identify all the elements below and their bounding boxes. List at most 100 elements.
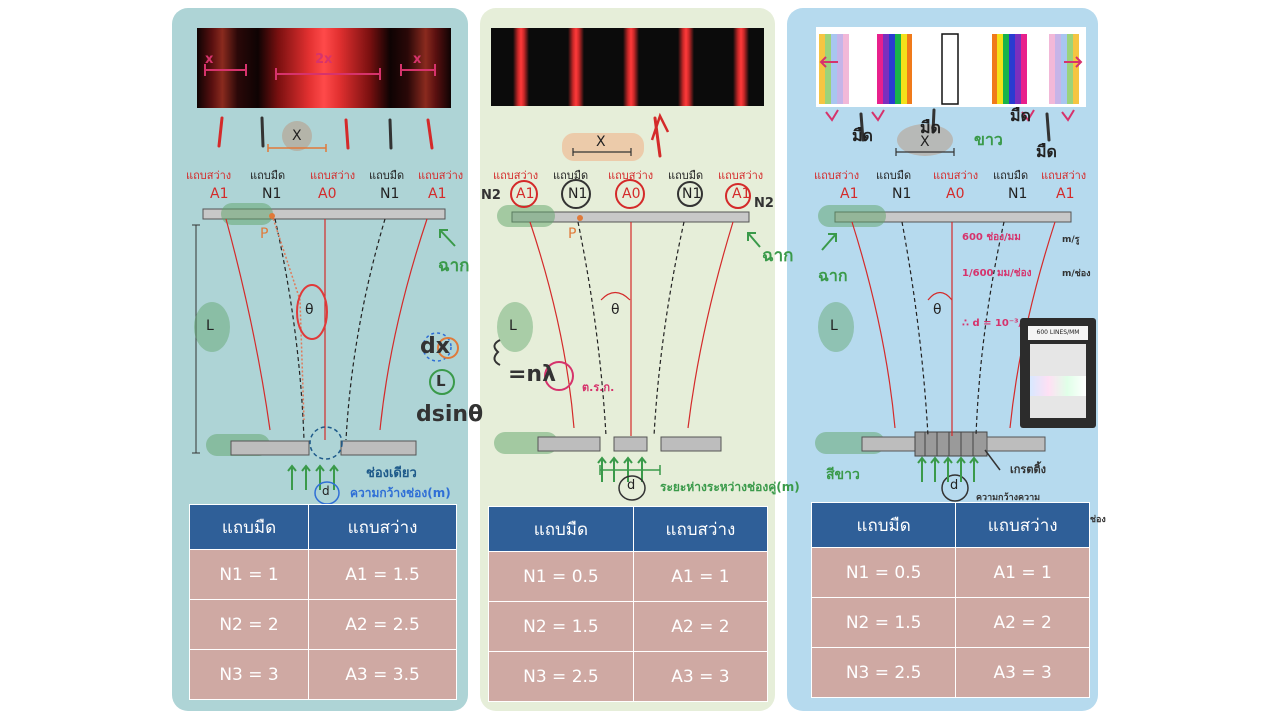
p2-L-label: L — [509, 318, 517, 334]
p3-cell-bright-2: A2 = 2 — [955, 597, 1090, 648]
p2-d-label: d — [627, 478, 636, 493]
p3-pos-4: A1 — [1056, 186, 1075, 202]
p2-pos-2: A0 — [622, 186, 641, 202]
p3-band-2: แถบสว่าง — [933, 169, 979, 182]
table-row: N3 = 2.5 A3 = 3 — [810, 647, 1090, 698]
p2-cell-bright-1: A1 = 1 — [632, 551, 769, 602]
p3-cell-bright-3: A3 = 3 — [955, 647, 1090, 698]
p2-pos-4: A1 — [732, 186, 751, 202]
p3-screen-note: ฉาก — [818, 266, 848, 285]
p1-th-bright: แถบสว่าง — [308, 504, 457, 550]
p3-d-value: ∴ d = 10⁻³/600 — [962, 318, 1044, 329]
p2-band-4: แถบสว่าง — [718, 169, 764, 182]
p1-pos-1: N1 — [262, 186, 282, 202]
p2-dist-note: ระยะห่างระหว่างช่องคู่(m) — [660, 480, 800, 494]
p3-width-note: ความกว้างความ — [976, 493, 1041, 503]
table-row: N3 = 2.5 A3 = 3 — [488, 651, 769, 702]
table-row: N1 = 0.5 A1 = 1 — [810, 547, 1090, 598]
p3-band-4: แถบสว่าง — [1041, 169, 1087, 182]
p2-pos-3: N1 — [682, 186, 702, 202]
p3-cell-dark-2: N2 = 1.5 — [810, 597, 957, 648]
p3-mm-per-slit: 1/600 มม/ช่อง — [962, 268, 1032, 279]
p3-table: แถบมืด แถบสว่าง N1 = 0.5 A1 = 1 N2 = 1.5… — [810, 502, 1090, 698]
p1-band-1: แถบมืด — [250, 169, 286, 182]
p3-pos-2: A0 — [946, 186, 965, 202]
p3-cell-dark-3: N3 = 2.5 — [810, 647, 957, 698]
p1-P-label: P — [260, 226, 269, 242]
p2-table: แถบมืด แถบสว่าง N1 = 0.5 A1 = 1 N2 = 1.5… — [488, 506, 769, 702]
p1-L-label: L — [206, 318, 214, 334]
p2-screen-note: ฉาก — [762, 246, 794, 266]
single-slit-pattern — [197, 28, 451, 108]
p1-eq-note: =nλ — [508, 362, 557, 387]
table-row: N2 = 1.5 A2 = 2 — [810, 597, 1090, 648]
double-slit-pattern — [491, 28, 764, 106]
p1-d-label: d — [322, 484, 330, 498]
p1-cell-dark-3: N3 = 3 — [188, 649, 310, 700]
p3-th-bright: แถบสว่าง — [955, 502, 1090, 548]
p2-N2-right: N2 — [754, 196, 774, 211]
p2-theta-label: θ — [611, 302, 620, 318]
p2-cell-dark-2: N2 = 1.5 — [488, 601, 634, 652]
p3-unit-2: m/ช่อง — [1062, 269, 1091, 279]
p3-cell-bright-1: A1 = 1 — [955, 547, 1090, 598]
p1-pos-4: A1 — [428, 186, 447, 202]
spectrum-left — [819, 34, 849, 104]
central-white-band — [941, 33, 959, 105]
p2-pos-1: N1 — [568, 186, 588, 202]
p2-th-bright: แถบสว่าง — [632, 506, 769, 552]
p3-pos-1: N1 — [892, 186, 912, 202]
spectrum-left-inner — [877, 34, 912, 104]
p1-cell-dark-1: N1 = 1 — [188, 549, 310, 600]
p3-pos-0: A1 — [840, 186, 859, 202]
p3-dark-3: มืด — [1010, 106, 1031, 125]
p2-cell-bright-2: A2 = 2 — [632, 601, 769, 652]
p3-band-1: แถบมืด — [876, 169, 912, 182]
grating-photo-label: 600 LINES/MM — [1028, 326, 1088, 340]
p1-dx-note: dx — [420, 334, 450, 359]
p1-mark-center: 2x — [315, 52, 333, 67]
p1-L-note: L — [436, 372, 446, 390]
p3-pos-3: N1 — [1008, 186, 1028, 202]
p1-pos-0: A1 — [210, 186, 229, 202]
p1-width-note: ความกว้างช่อง(m) — [350, 486, 451, 500]
p1-cell-bright-1: A1 = 1.5 — [308, 549, 457, 600]
p1-screen-note: ฉาก — [438, 256, 470, 276]
p1-mark-right: x — [413, 52, 422, 67]
p1-band-3: แถบมืด — [369, 169, 405, 182]
p2-x-label: X — [596, 134, 606, 150]
spectrum-right — [1049, 34, 1079, 104]
p2-band-2: แถบสว่าง — [608, 169, 654, 182]
table-row: N2 = 1.5 A2 = 2 — [488, 601, 769, 652]
p2-cell-dark-3: N3 = 2.5 — [488, 651, 634, 702]
p1-cell-dark-2: N2 = 2 — [188, 599, 310, 650]
p2-cell-dark-1: N1 = 0.5 — [488, 551, 634, 602]
p3-d-label: d — [950, 478, 959, 493]
p1-dsin-note: dsinθ — [416, 402, 484, 427]
p3-L-label: L — [830, 318, 838, 334]
p3-theta-label: θ — [933, 302, 942, 318]
p1-pos-3: N1 — [380, 186, 400, 202]
p1-x-label: X — [292, 128, 302, 144]
p1-pos-2: A0 — [318, 186, 337, 202]
p3-grating-note: เกรตติ้ง — [1010, 463, 1046, 476]
p2-P-label: P — [568, 226, 577, 242]
p2-trk-note: ต.ร.ก. — [582, 381, 615, 394]
pattern-width-marks — [204, 64, 436, 80]
p3-dark-1: มืด — [852, 126, 873, 145]
p3-band-0: แถบสว่าง — [814, 169, 860, 182]
p2-cell-bright-3: A3 = 3 — [632, 651, 769, 702]
p1-cell-bright-2: A2 = 2.5 — [308, 599, 457, 650]
p2-pos-0: A1 — [516, 186, 535, 202]
p1-th-dark: แถบมืด — [188, 504, 310, 550]
p1-mark-left: x — [205, 52, 214, 67]
p3-cell-dark-1: N1 = 0.5 — [810, 547, 957, 598]
p3-white-note: สีขาว — [826, 467, 860, 483]
p1-table: แถบมืด แถบสว่าง N1 = 1 A1 = 1.5 N2 = 2 A… — [188, 504, 457, 700]
table-row: N1 = 0.5 A1 = 1 — [488, 551, 769, 602]
p2-band-1: แถบมืด — [553, 169, 589, 182]
p2-band-3: แถบมืด — [668, 169, 704, 182]
p2-N2-left: N2 — [481, 188, 501, 203]
p3-unit-1: m/รู — [1062, 235, 1080, 245]
